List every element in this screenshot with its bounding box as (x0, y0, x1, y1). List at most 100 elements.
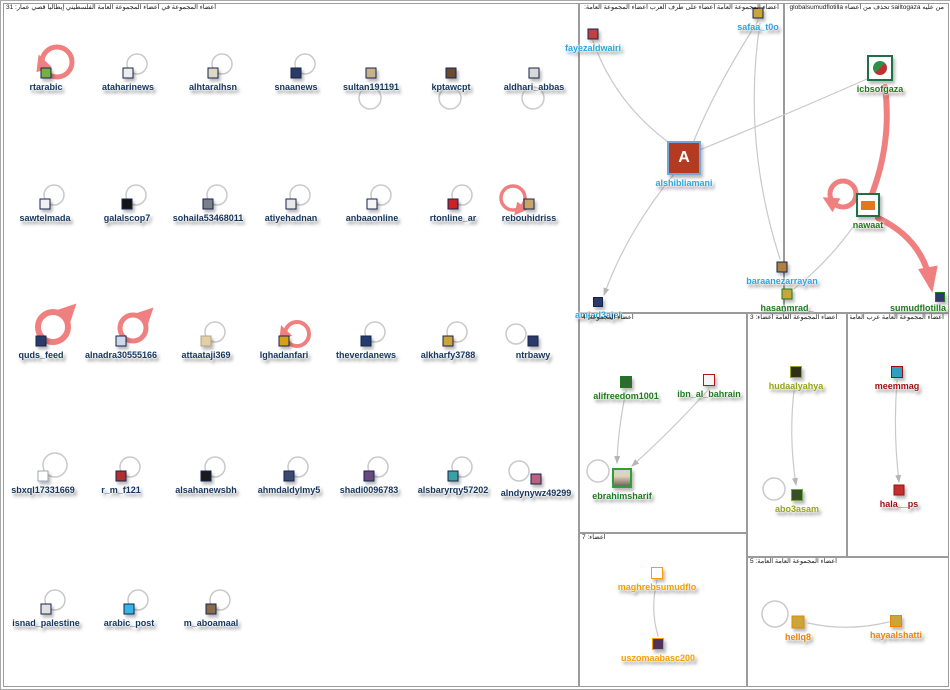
avatar-icon (207, 67, 219, 79)
avatar-icon (703, 374, 715, 386)
node-label: maghrebsumudflo (617, 582, 697, 592)
node-label: theverdanews (335, 349, 397, 360)
avatar-icon (528, 67, 540, 79)
avatar-icon (200, 335, 212, 347)
node-label: alsbaryrqy57202 (417, 484, 489, 495)
node-label: alsahanewsbh (175, 484, 237, 495)
node-label: alndynywz49299 (500, 487, 572, 498)
avatar-icon (776, 261, 788, 273)
avatar-icon (202, 198, 214, 210)
avatar-icon (527, 335, 539, 347)
node-label: hala__ps (879, 498, 919, 509)
panel-mid-top (579, 3, 784, 313)
avatar-icon (791, 615, 805, 629)
node-label: sultan191191 (342, 81, 400, 92)
emblem-graphic (873, 61, 887, 75)
avatar-icon (651, 567, 663, 579)
panel-right-mid-1 (747, 313, 847, 557)
node-label: fayezaldwairi (564, 42, 622, 53)
node-label: sbxql17331669 (11, 484, 75, 495)
panel-header-bottom-right: أعضاء المجموعة العامة العامة: 5 (750, 558, 837, 565)
avatar-icon (893, 484, 905, 496)
panel-header-mid-2: أعضاء المجموعة: 4 (582, 314, 634, 321)
node-label: attaataji369 (181, 349, 231, 360)
node-label: ataharinews (101, 81, 155, 92)
avatar-icon (652, 638, 664, 650)
panel-right-mid-2 (847, 313, 949, 557)
node-label: alifreedom1001 (593, 391, 659, 401)
avatar-icon (445, 67, 457, 79)
avatar-icon (790, 366, 802, 378)
node-label: m_aboamaal (183, 617, 239, 628)
node-label: ebrahimsharif (592, 491, 652, 501)
avatar-letter: A (678, 149, 690, 166)
node-label: r_m_f121 (101, 484, 141, 495)
node-label: galalscop7 (103, 212, 151, 223)
avatar-icon (115, 335, 127, 347)
node-label: nawaat (852, 220, 884, 230)
avatar-icon (37, 470, 49, 482)
avatar-icon (781, 288, 793, 300)
avatar-icon (523, 198, 535, 210)
panel-right-top (784, 3, 949, 313)
avatar-icon (856, 193, 880, 217)
node-label: rtarabic (29, 81, 63, 92)
avatar-icon (891, 366, 903, 378)
avatar-icon (366, 198, 378, 210)
avatar-icon (890, 615, 902, 627)
avatar-icon (35, 335, 47, 347)
node-label: arabic_post (103, 617, 155, 628)
avatar-icon (122, 67, 134, 79)
logo-graphic (861, 200, 875, 210)
node-label: lghadanfari (259, 349, 309, 360)
node-label: hayaalshatti (869, 630, 923, 640)
node-label: snaanews (274, 81, 318, 92)
node-label: sawtelmada (19, 212, 71, 223)
node-label: baraanezarrayan (746, 275, 818, 286)
avatar-icon: A (667, 141, 701, 175)
node-label: aldhari_abbas (503, 81, 565, 92)
avatar-icon (867, 55, 893, 81)
node-label: hudaalyahya (768, 381, 824, 391)
node-label: hasanmrad_ (760, 302, 814, 313)
node-label: rebouhidriss (501, 212, 557, 223)
node-label: anbaaonline (345, 212, 399, 223)
panel-left-large (3, 3, 579, 687)
panel-bottom-right (747, 557, 949, 687)
node-label: alkharfy3788 (420, 349, 476, 360)
panel-header-right-mid-1: أعضاء المجموعة العامة أعضاء: 3 (750, 314, 838, 321)
node-label: kptawcpt (431, 81, 471, 92)
node-label: rtonline_ar (429, 212, 477, 223)
avatar-icon (530, 473, 542, 485)
avatar-icon (290, 67, 302, 79)
avatar-icon (205, 603, 217, 615)
node-label: ahmdaldylmy5 (257, 484, 321, 495)
panel-header-right-top: من عليه sailtogaza تحذف من أعضاء globals… (787, 4, 944, 11)
node-label: icbsofgaza (856, 84, 904, 94)
panel-header-right-mid-2: أعضاء المجموعة العامة عرب العامة: 3 (850, 314, 944, 321)
avatar-icon (115, 470, 127, 482)
avatar-icon (360, 335, 372, 347)
avatar-icon (791, 489, 803, 501)
avatar-icon (593, 297, 603, 307)
node-label: amjad3ajel (574, 310, 622, 320)
panel-header-mid-top: أعضاء المجموعة العامة أعضاء على طرف العر… (582, 4, 779, 11)
avatar-icon (935, 292, 945, 302)
avatar-icon (365, 67, 377, 79)
avatar-icon (752, 7, 764, 19)
node-label: ntrbawy (515, 349, 551, 360)
avatar-icon (442, 335, 454, 347)
avatar-icon (123, 603, 135, 615)
node-label: alshibliamani (655, 178, 713, 188)
node-label: hellq8 (784, 631, 812, 642)
node-label: sohaila53468011 (172, 212, 244, 223)
avatar-icon (620, 376, 632, 388)
avatar-icon (285, 198, 297, 210)
node-label: meemmag (874, 381, 920, 391)
node-label: alnadra30555166 (84, 349, 158, 360)
panel-header-left-large: أعضاء المجموعة في أعضاء المجموعة العامة … (6, 4, 217, 11)
avatar-icon (278, 335, 290, 347)
avatar-icon (587, 28, 599, 40)
node-label: sumudflotilla (890, 303, 946, 313)
node-label: isnad_palestine (12, 617, 80, 628)
